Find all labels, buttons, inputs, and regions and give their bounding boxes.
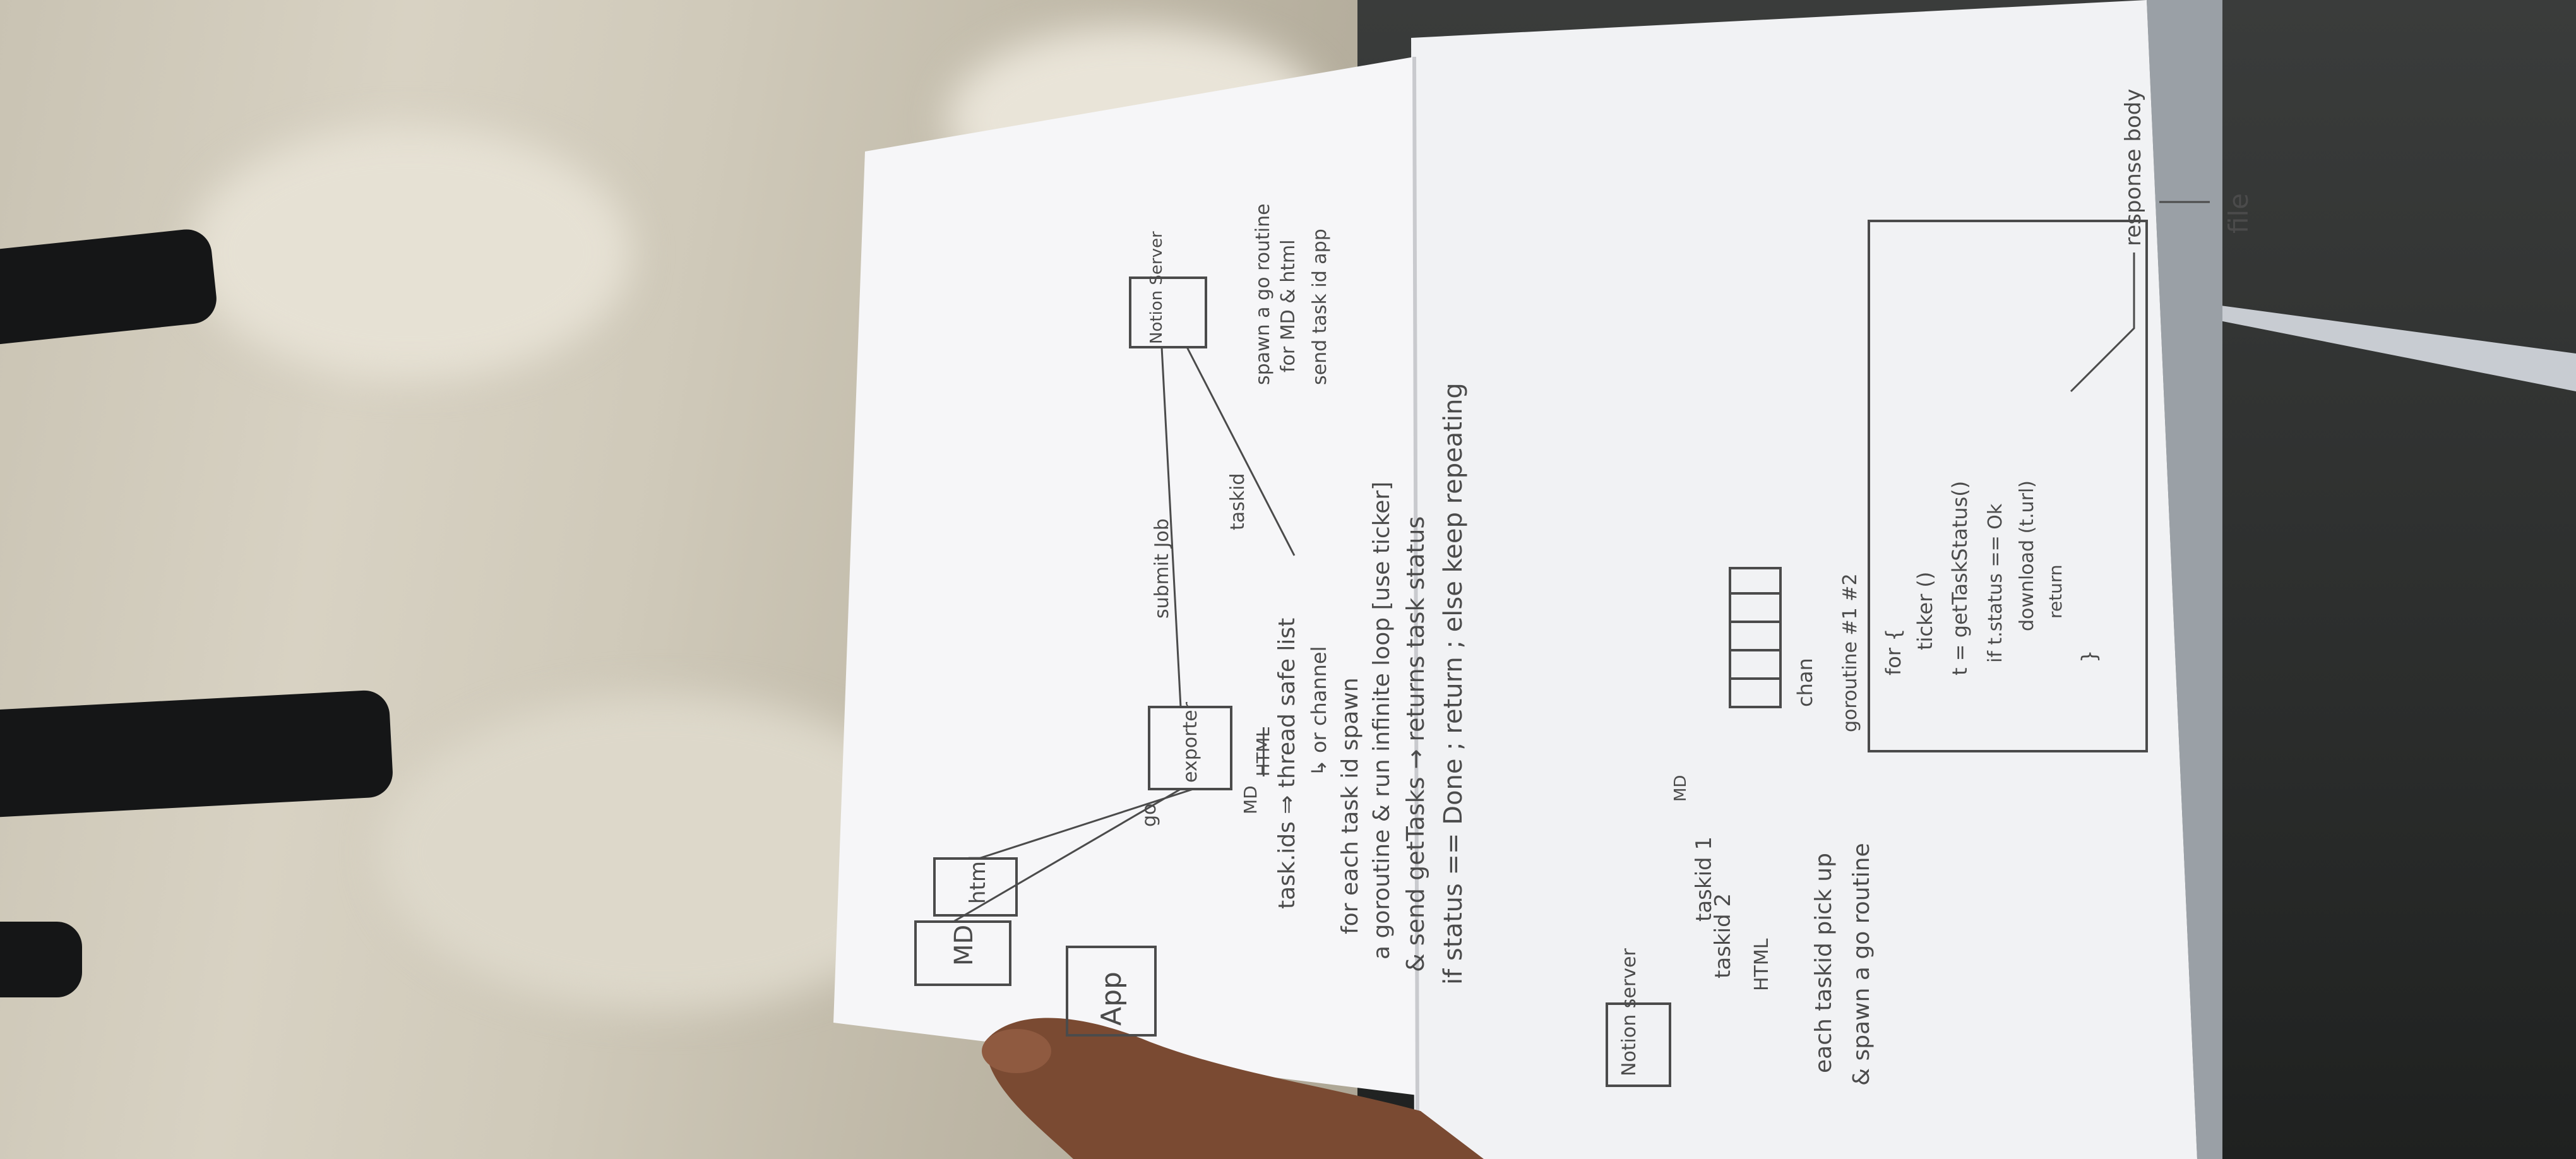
status-done-line: if status == Done ; return ; else keep r… (1439, 383, 1468, 985)
for-each-task-line: for each task id spawn (1337, 677, 1363, 934)
go-label: go (1138, 804, 1160, 827)
app-box (1066, 946, 1157, 1037)
or-channel-line: ↳ or channel (1307, 646, 1331, 776)
html-box (933, 857, 1018, 917)
taskids-threadsafe-line: task.ids ⇒ thread safe list (1274, 618, 1300, 909)
notion-server-box (1129, 276, 1207, 348)
right-page (1411, 0, 2197, 1159)
code-return: return (2045, 564, 2066, 619)
md-mid-label: MD (1240, 785, 1261, 814)
send-gettasks-line: & send getTasks → returns task status (1402, 516, 1429, 972)
right-notion-server-label: Notion server (1618, 948, 1640, 1076)
left-page (833, 57, 1417, 1095)
notebook-spine (1412, 56, 1419, 1112)
response-body-label: response body (2121, 89, 2146, 246)
chair-leg-bottom (0, 922, 82, 997)
send-task-id-line: send task id app (1309, 229, 1331, 385)
hand (982, 1018, 1484, 1159)
md-label: MD (1671, 775, 1690, 802)
html-strike-label: HTML (1253, 727, 1273, 776)
code-for: for { (1881, 628, 1905, 675)
app-box-label: App (1095, 972, 1128, 1026)
html-label: HTML (1751, 938, 1773, 991)
md-box (914, 920, 1011, 986)
spawn-go-line: & spawn a go routine (1849, 843, 1875, 1086)
code-close: } (2077, 650, 2101, 663)
chan-label: chan (1793, 658, 1817, 707)
taskid-label: taskid (1227, 473, 1249, 530)
goroutine-label: goroutine #1 #2 (1839, 573, 1861, 732)
code-if-status: if t.status == Ok (1984, 503, 2007, 663)
goroutine-loop-line: a goroutine & run infinite loop [use tic… (1369, 482, 1395, 960)
exporter-box (1148, 706, 1232, 790)
pencil (2172, 297, 2576, 391)
code-download: download (t.url) (2016, 480, 2038, 631)
page-stack-edge (2147, 0, 2222, 1159)
taskid1-label: taskid 1 (1691, 836, 1717, 922)
exporter-box-label: exporter (1179, 701, 1202, 783)
each-taskid-line: each taskid pick up (1811, 853, 1837, 1073)
channel-queue (1729, 567, 1782, 708)
code-gettasks: t = getTaskStatus() (1948, 481, 1972, 675)
submit-job-label: submit Job (1151, 518, 1173, 619)
goroutine-box (1868, 220, 2148, 752)
file-label: file (2223, 193, 2254, 234)
spawn-goroutine-line: spawn a go routine (1252, 203, 1274, 385)
taskid2-label: taskid 2 (1710, 893, 1736, 978)
md-box-label: MD (950, 925, 979, 966)
html-box-label: html (965, 855, 991, 904)
right-notion-server-box (1606, 1002, 1671, 1087)
code-ticker: ticker () (1913, 572, 1937, 650)
for-md-html-line: for MD & html (1277, 239, 1299, 372)
notion-server-box-label: Notion Server (1147, 231, 1166, 344)
